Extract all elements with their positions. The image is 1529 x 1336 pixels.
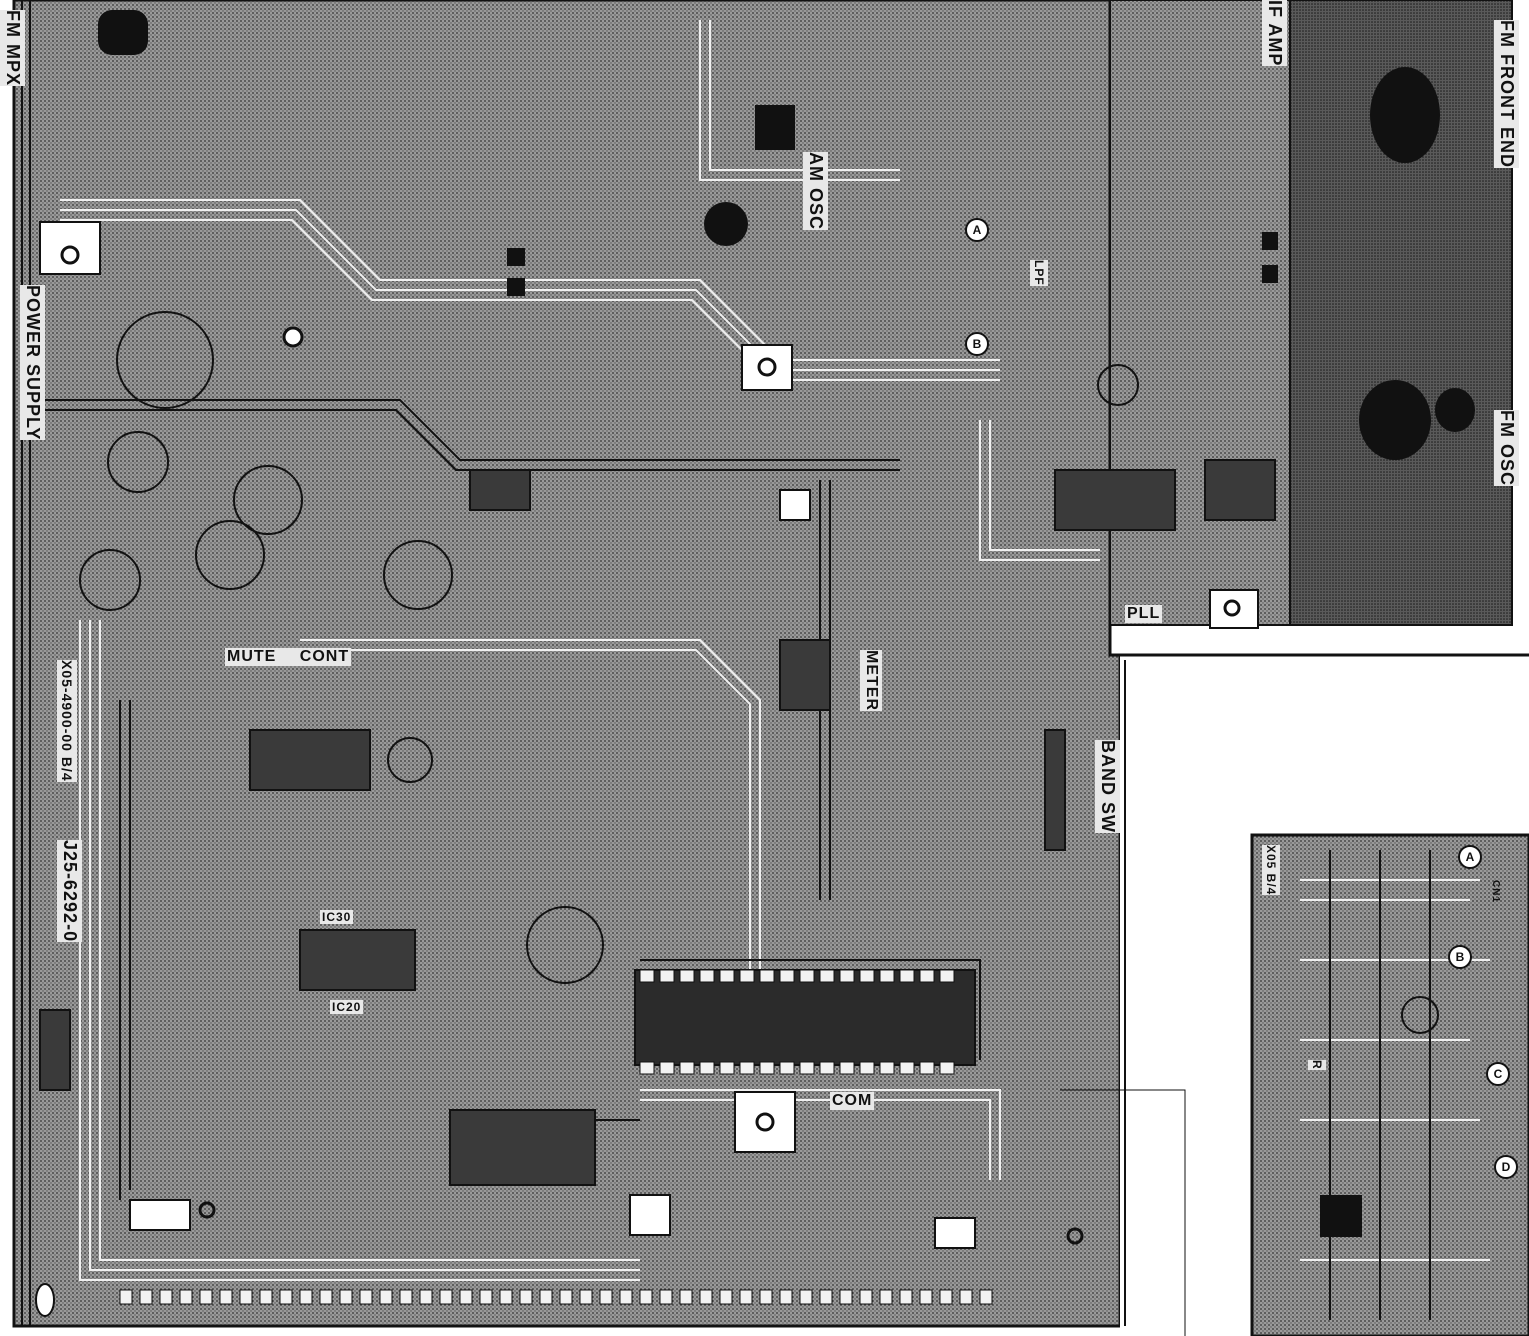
marker-a: A: [965, 218, 989, 242]
sub-board-r-label: R: [1308, 1060, 1326, 1070]
label-power-supply: POWER SUPPLY: [20, 285, 45, 441]
label-mute-cont: MUTE CONT: [225, 648, 352, 666]
label-lpf: LPF: [1030, 260, 1048, 286]
label-pll: PLL: [1125, 605, 1163, 623]
marker-a-sub: A: [1458, 845, 1482, 869]
sub-board: [1250, 833, 1529, 1336]
label-fm-osc: FM OSC: [1494, 410, 1519, 486]
sub-board-cn-label: CN1: [1490, 880, 1501, 904]
label-am-osc: AM OSC: [803, 152, 828, 230]
label-fm-mpx: FM MPX: [0, 10, 25, 86]
marker-b: B: [965, 332, 989, 356]
pad-rows: [119, 969, 993, 1305]
label-if-amp: IF AMP: [1262, 0, 1287, 67]
label-com: COM: [830, 1092, 875, 1110]
corner-oval: [35, 1283, 55, 1317]
mounting-holes: [39, 221, 1259, 1249]
dark-pads: [98, 10, 1475, 460]
part-number: J25-6292-0: [57, 840, 82, 943]
ic20-label: IC20: [330, 1000, 364, 1014]
marker-c-sub: C: [1486, 1062, 1510, 1086]
label-meter: METER: [860, 650, 882, 711]
ic30-label: IC30: [320, 910, 354, 924]
marker-d-sub: D: [1494, 1155, 1518, 1179]
label-fm-front-end: FM FRONT END: [1494, 20, 1519, 168]
leader-line: [1060, 1089, 1186, 1336]
board-code-sub: X05 B/4: [1262, 845, 1280, 896]
marker-b-sub: B: [1448, 945, 1472, 969]
ic-packages: [39, 459, 1276, 1186]
component-circles: [79, 311, 1139, 984]
label-band-sw: BAND SW: [1095, 740, 1120, 833]
board-code-main: X05-4900-00 B/4: [57, 660, 77, 782]
